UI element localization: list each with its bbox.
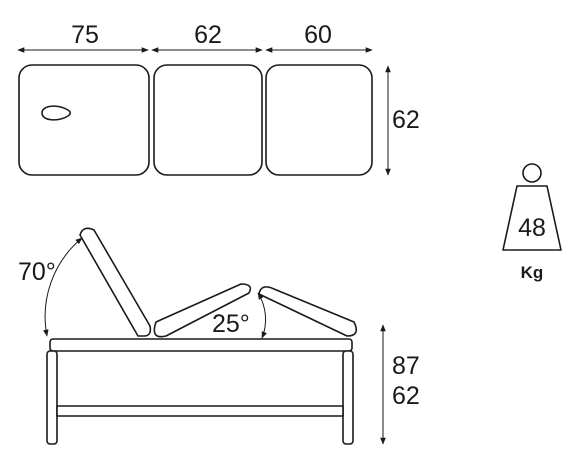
weight-unit: Kg xyxy=(521,263,544,282)
left-leg xyxy=(46,350,58,445)
leg-section xyxy=(258,286,358,337)
lower-rail xyxy=(56,405,344,417)
depth-label: 62 xyxy=(392,106,420,134)
foot-section xyxy=(265,64,373,176)
height-max-label: 87 xyxy=(392,352,420,380)
weight-ring xyxy=(522,163,542,183)
width-label-head: 75 xyxy=(71,21,99,49)
height-min-label: 62 xyxy=(392,382,420,410)
top-view: 75 62 60 62 xyxy=(17,21,420,176)
weight-body xyxy=(502,185,562,251)
frame-top-rail xyxy=(49,338,353,352)
middle-inclined-section xyxy=(153,283,252,338)
side-view: 70° 25° 87 62 xyxy=(18,227,420,445)
backrest-section xyxy=(79,227,152,337)
right-leg xyxy=(342,350,354,445)
backrest-angle-arc xyxy=(43,237,83,337)
width-label-foot: 60 xyxy=(304,21,332,49)
middle-section xyxy=(153,64,263,176)
weight-icon: 48 Kg xyxy=(502,163,562,282)
face-hole-icon xyxy=(41,105,72,121)
legrest-angle-arc xyxy=(257,292,267,339)
backrest-angle-label: 70° xyxy=(18,258,56,286)
legrest-angle-label: 25° xyxy=(212,310,250,338)
width-label-middle: 62 xyxy=(194,21,222,49)
weight-value: 48 xyxy=(518,214,546,242)
head-section xyxy=(18,64,150,176)
